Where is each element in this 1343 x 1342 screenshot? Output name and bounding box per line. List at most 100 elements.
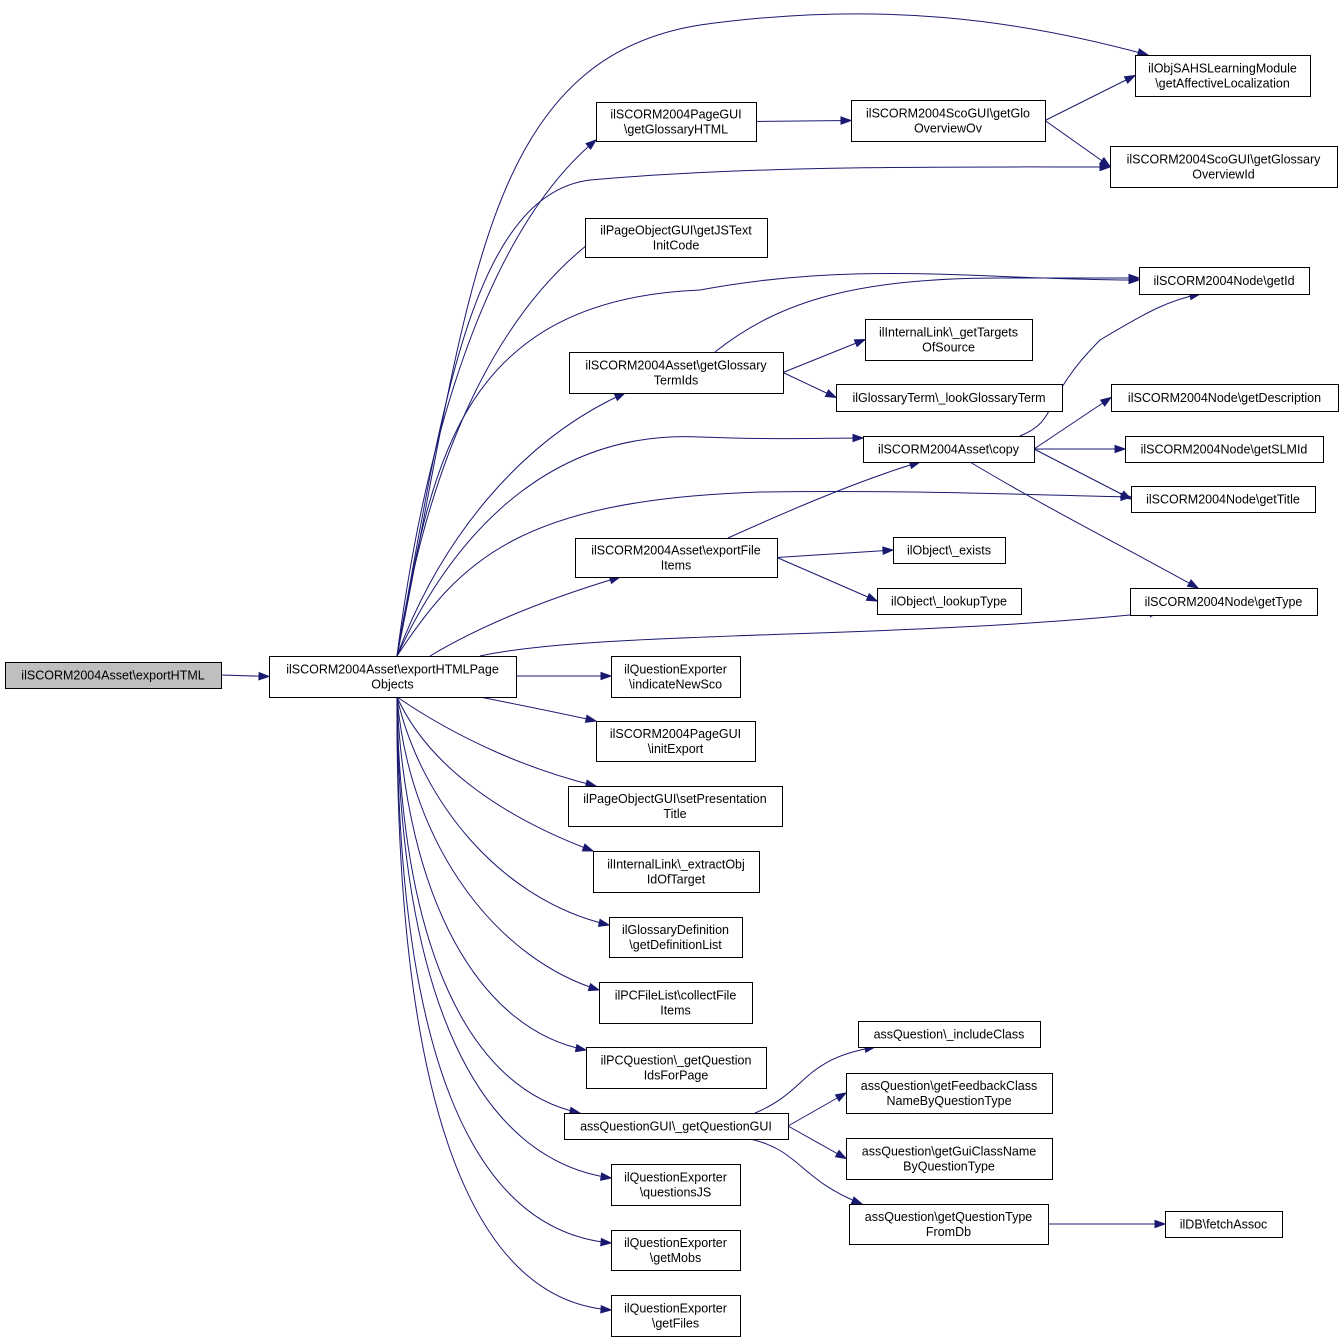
node-copy-box <box>863 436 1035 463</box>
node-feedbackclass[interactable]: assQuestion\getFeedbackClassNameByQuesti… <box>846 1073 1053 1114</box>
node-gettype[interactable]: ilSCORM2004Node\getType <box>1130 588 1318 616</box>
edge-exportfile-to-exists-arrowhead <box>882 546 895 555</box>
edge-copy-to-gettitle <box>1033 448 1132 500</box>
edge-pageobj-to-nodegetid <box>396 272 1140 657</box>
node-pageobj-label-line: Objects <box>371 678 413 692</box>
edge-pageobj-to-getfiles-arrowhead <box>600 1304 613 1314</box>
node-exists[interactable]: ilObject\_exists <box>893 537 1006 564</box>
node-nodegetid[interactable]: ilSCORM2004Node\getId <box>1139 267 1310 295</box>
node-getdesc-box <box>1111 384 1339 412</box>
edge-exportfile-to-copy <box>727 461 921 539</box>
edge-pageobj-to-extractobj-arrowhead <box>581 843 595 852</box>
edge-copy-to-getdesc-arrowhead <box>1099 396 1113 407</box>
edge-layer <box>220 13 1202 1314</box>
node-jstext-box <box>585 218 768 258</box>
edge-glooverviewov-to-glossaryoverviewid <box>1044 120 1111 167</box>
edge-pageobj-to-getmobs-arrowhead <box>600 1237 613 1247</box>
node-affective[interactable]: ilObjSAHSLearningModule\getAffectiveLoca… <box>1135 55 1311 97</box>
edge-pageobj-to-glossterms <box>396 392 626 657</box>
node-feedbackclass-box <box>846 1073 1053 1114</box>
node-exists-box <box>893 537 1006 564</box>
node-getdesc[interactable]: ilSCORM2004Node\getDescription <box>1111 384 1339 412</box>
node-affective-label-line: ilObjSAHSLearningModule <box>1148 62 1297 76</box>
node-gettype-label-line: ilSCORM2004Node\getType <box>1145 595 1303 609</box>
edge-pageobj-to-affective-arrowhead <box>1136 48 1150 57</box>
edge-pageobj-to-affective <box>396 13 1149 657</box>
node-getdesc-label-line: ilSCORM2004Node\getDescription <box>1128 391 1321 405</box>
node-lookgloss[interactable]: ilGlossaryTerm\_lookGlossaryTerm <box>836 384 1063 412</box>
node-copy[interactable]: ilSCORM2004Asset\copy <box>863 436 1035 463</box>
edge-glooverviewov-to-affective <box>1044 75 1136 121</box>
edge-pageobj-to-qids-arrowhead <box>574 1043 588 1053</box>
edge-glossaryhtml-to-glooverviewov-arrowhead <box>840 116 853 125</box>
edge-pageobj-to-glossterms-arrowhead <box>613 392 627 402</box>
node-getmobs-label-line: ilQuestionExporter <box>624 1236 727 1250</box>
node-glossaryoverviewid-label-line: OverviewId <box>1192 168 1255 182</box>
node-extractobj-label-line: IdOfTarget <box>647 873 706 887</box>
edge-pageobj-to-glossaryhtml <box>396 139 597 657</box>
node-setpres-label-line: Title <box>663 807 686 821</box>
edge-pageobj-to-indicatenew-arrowhead <box>600 671 613 681</box>
node-fetchassoc-box <box>1165 1211 1283 1238</box>
node-gettitle[interactable]: ilSCORM2004Node\getTitle <box>1131 486 1316 513</box>
node-gettitle-label-line: ilSCORM2004Node\getTitle <box>1146 493 1300 507</box>
edge-glossaryhtml-to-glooverviewov <box>755 120 852 122</box>
edge-pageobj-to-qids <box>396 696 587 1051</box>
node-collectfile-label-line: ilPCFileList\collectFile <box>615 989 737 1003</box>
node-glossaryhtml[interactable]: ilSCORM2004PageGUI\getGlossaryHTML <box>596 102 757 142</box>
edge-copy-to-nodegetid <box>1019 293 1201 437</box>
node-deflist[interactable]: ilGlossaryDefinition\getDefinitionList <box>609 917 743 958</box>
node-getslmid-label-line: ilSCORM2004Node\getSLMId <box>1141 443 1308 457</box>
node-lookuptype[interactable]: ilObject\_lookupType <box>877 588 1022 615</box>
edge-copy-to-gettype-arrowhead <box>1186 579 1200 589</box>
node-getqgui[interactable]: assQuestionGUI\_getQuestionGUI <box>564 1113 789 1140</box>
node-getslmid[interactable]: ilSCORM2004Node\getSLMId <box>1125 436 1324 463</box>
node-exportfile-label-line: ilSCORM2004Asset\exportFile <box>591 544 761 558</box>
node-getmobs[interactable]: ilQuestionExporter\getMobs <box>611 1230 741 1271</box>
node-indicatenew[interactable]: ilQuestionExporter\indicateNewSco <box>611 656 741 698</box>
node-includeclass-label-line: assQuestion\_includeClass <box>874 1028 1025 1042</box>
edge-pageobj-to-glossaryoverviewid <box>396 166 1111 657</box>
node-includeclass[interactable]: assQuestion\_includeClass <box>858 1021 1041 1048</box>
node-qids-box <box>586 1047 767 1089</box>
edge-pageobj-to-getmobs <box>396 696 612 1244</box>
node-exists-label-line: ilObject\_exists <box>907 544 991 558</box>
node-questionsjs[interactable]: ilQuestionExporter\questionsJS <box>611 1164 741 1206</box>
node-lookuptype-box <box>877 588 1022 615</box>
node-initexport[interactable]: ilSCORM2004PageGUI\initExport <box>596 721 756 762</box>
edge-copy-to-gettype <box>969 461 1199 589</box>
node-guiclass[interactable]: assQuestion\getGuiClassNameByQuestionTyp… <box>846 1138 1053 1180</box>
node-lookuptype-label-line: ilObject\_lookupType <box>891 595 1007 609</box>
edge-glooverviewov-to-affective-arrowhead <box>1123 74 1137 85</box>
edge-pageobj-to-getqgui <box>396 696 581 1114</box>
node-collectfile-label-line: Items <box>660 1004 691 1018</box>
edge-pageobj-to-glossaryhtml-arrowhead <box>585 139 598 151</box>
node-lookgloss-label-line: ilGlossaryTerm\_lookGlossaryTerm <box>852 391 1045 405</box>
node-getfiles[interactable]: ilQuestionExporter\getFiles <box>611 1295 741 1337</box>
node-glossaryoverviewid-label-line: ilSCORM2004ScoGUI\getGlossary <box>1127 153 1322 167</box>
node-root[interactable]: ilSCORM2004Asset\exportHTML <box>5 662 222 689</box>
node-glossaryhtml-label-line: ilSCORM2004PageGUI <box>610 108 741 122</box>
node-includeclass-box <box>858 1021 1041 1048</box>
node-fetchassoc[interactable]: ilDB\fetchAssoc <box>1165 1211 1283 1238</box>
edge-pageobj-to-jstext <box>396 237 597 657</box>
edge-getqgui-to-includeclass <box>754 1046 876 1114</box>
node-getqgui-box <box>564 1113 789 1140</box>
node-pageobj-box <box>269 656 517 698</box>
node-copy-label-line: ilSCORM2004Asset\copy <box>878 443 1020 457</box>
node-glooverviewov-label-line: ilSCORM2004ScoGUI\getGlo <box>866 107 1030 121</box>
node-questionsjs-box <box>611 1164 741 1206</box>
node-exportfile-box <box>575 538 778 578</box>
